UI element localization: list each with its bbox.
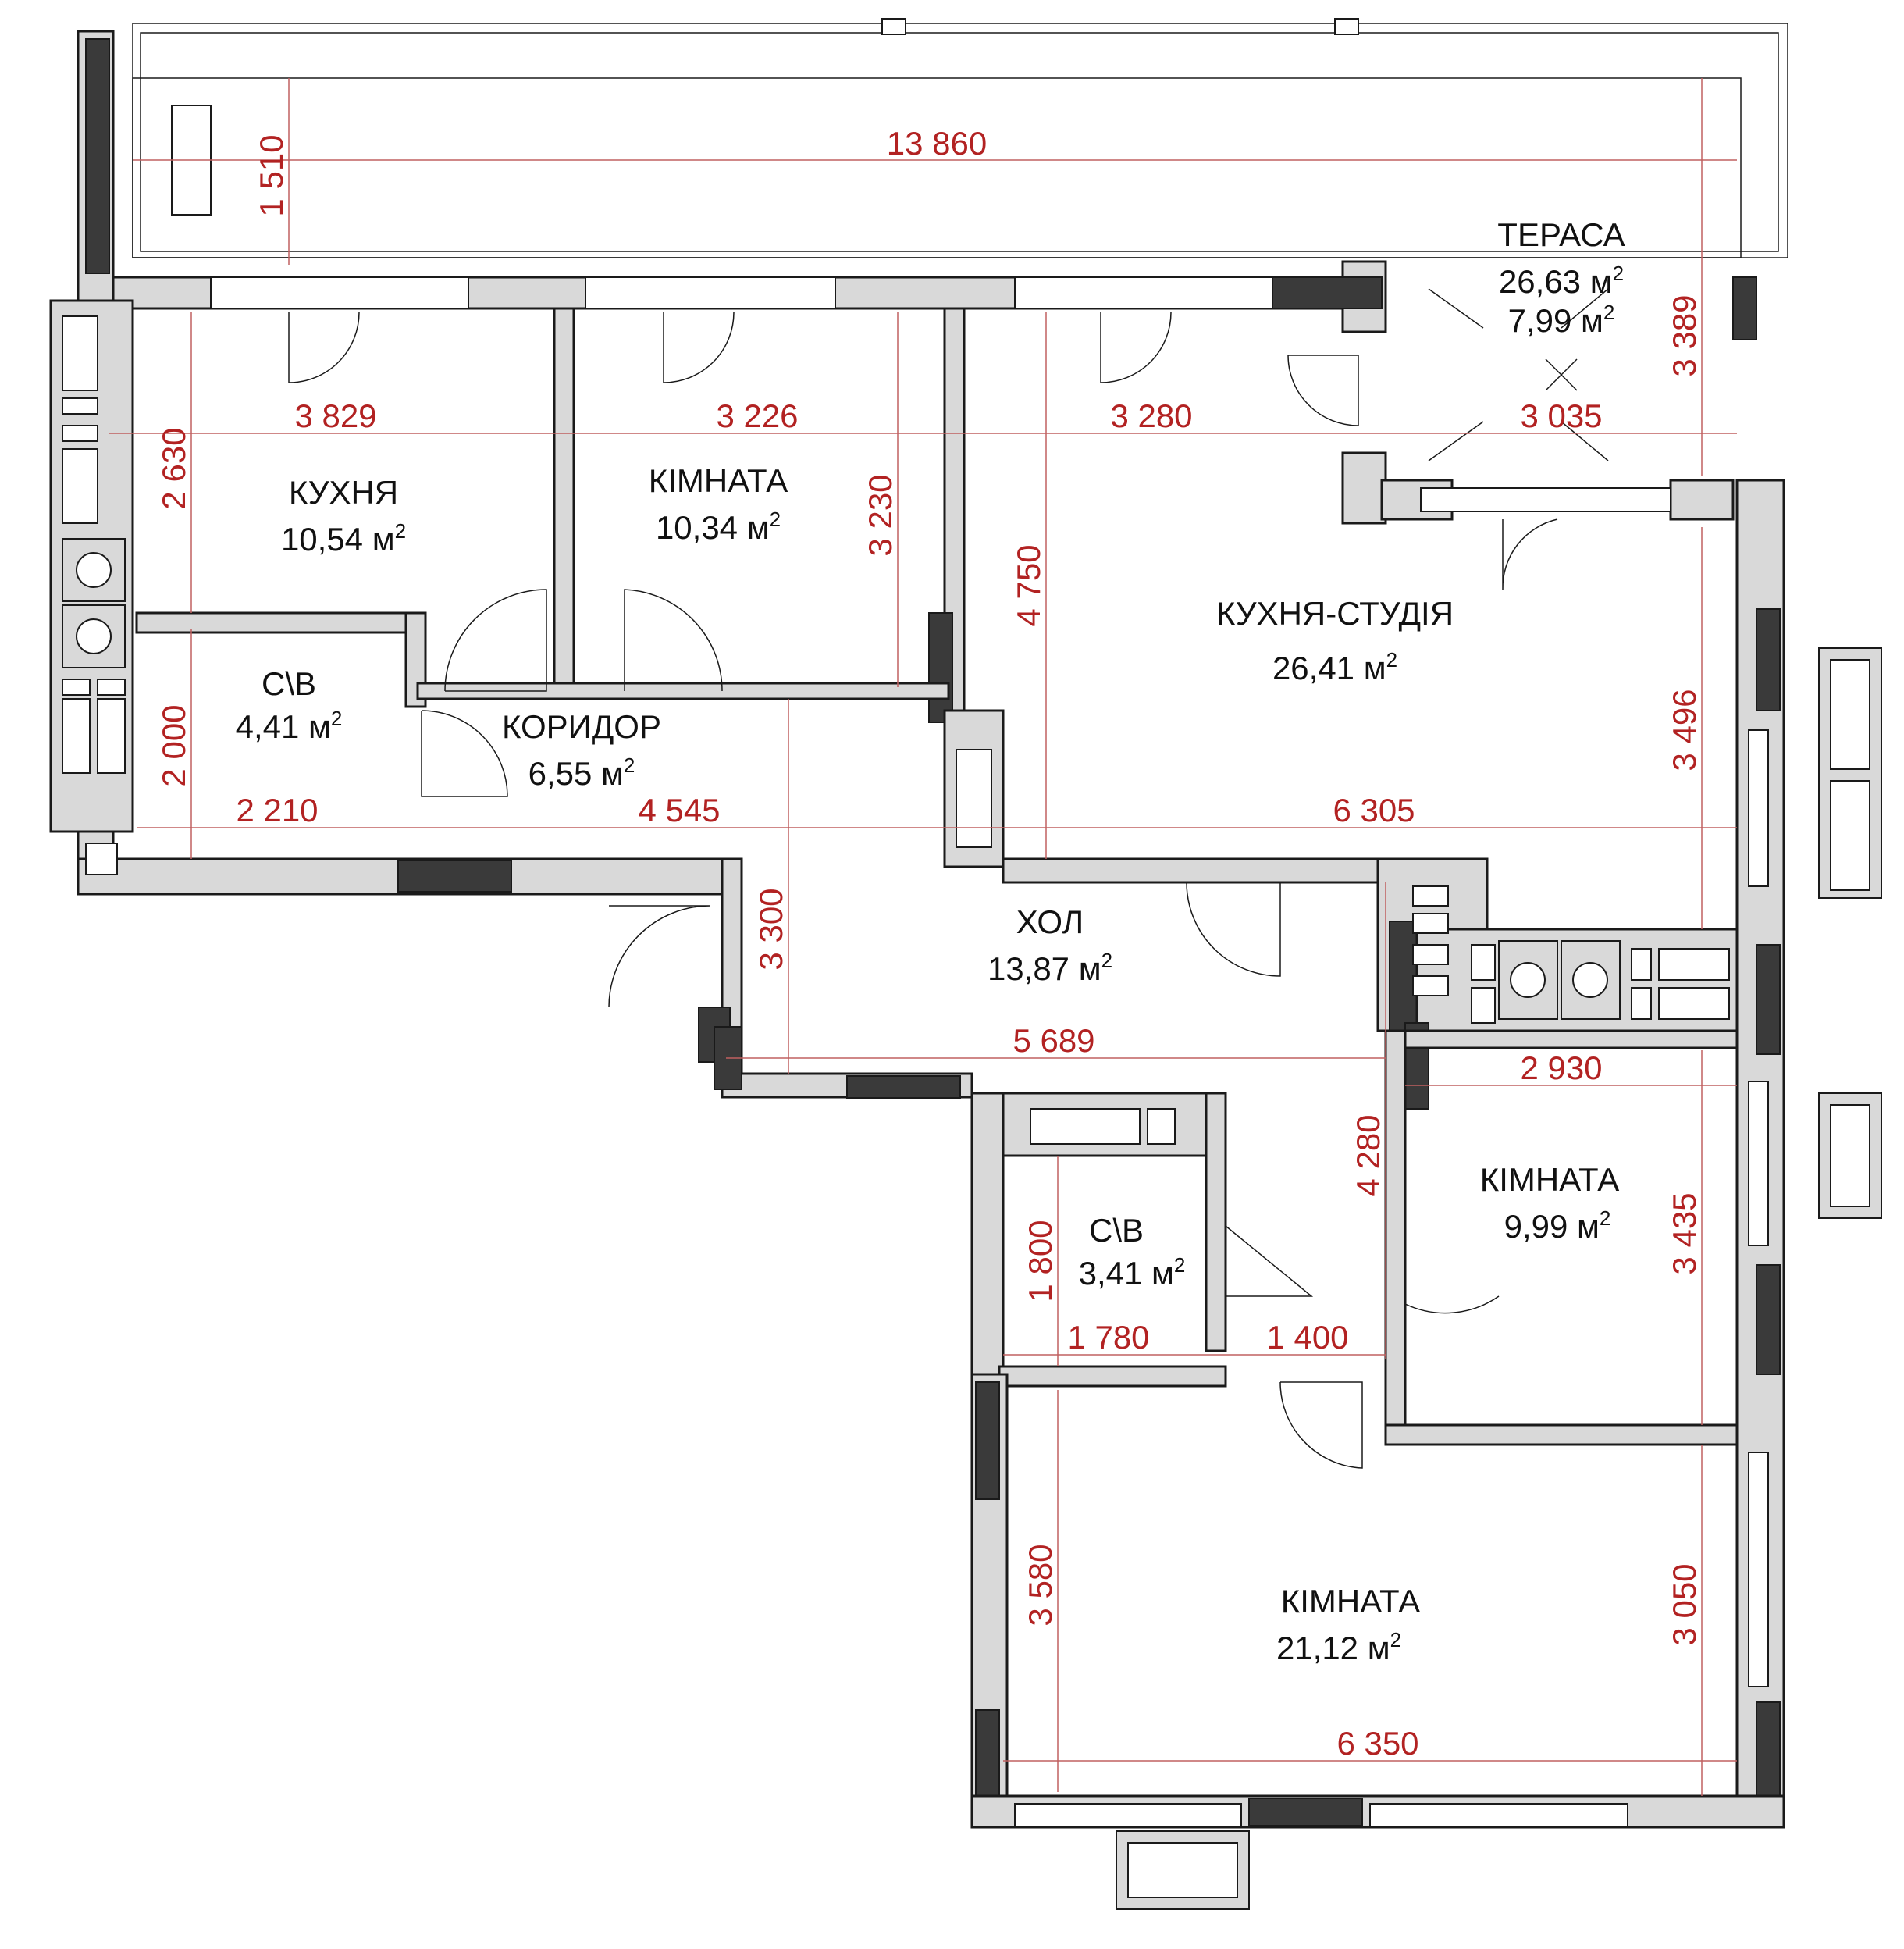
room2-name: КІМНАТА <box>1480 1161 1619 1198</box>
dimension-lines <box>109 78 1737 1796</box>
dimension-labels: 13 860 1 510 3 389 3 829 3 226 3 280 3 0… <box>155 125 1703 1762</box>
dim-13860: 13 860 <box>887 125 987 162</box>
studio-area: 26,41 м2 <box>1272 648 1397 686</box>
dim-1780: 1 780 <box>1067 1319 1149 1356</box>
dim-4750: 4 750 <box>1010 544 1047 626</box>
dim-6305: 6 305 <box>1333 792 1415 828</box>
bath1-name: С\В <box>262 665 316 702</box>
dim-3300: 3 300 <box>753 888 789 970</box>
dim-3280: 3 280 <box>1110 397 1192 434</box>
terrace-area-counted: 7,99 м2 <box>1508 301 1615 339</box>
dim-2210: 2 210 <box>236 792 318 828</box>
room3-area: 21,12 м2 <box>1276 1628 1401 1666</box>
dim-3829: 3 829 <box>294 397 376 434</box>
room3-name: КІМНАТА <box>1281 1583 1420 1619</box>
windows <box>210 276 1882 1910</box>
studio-name: КУХНЯ-СТУДІЯ <box>1216 595 1454 632</box>
terrace-name: ТЕРАСА <box>1497 216 1625 253</box>
dim-2630: 2 630 <box>155 427 192 509</box>
doors <box>288 312 1558 1469</box>
dim-3230: 3 230 <box>862 474 899 556</box>
dim-3050: 3 050 <box>1666 1563 1703 1645</box>
room1-area: 10,34 м2 <box>656 508 781 546</box>
fixtures <box>62 288 1730 1145</box>
dim-3435: 3 435 <box>1666 1192 1703 1274</box>
kitchen-name: КУХНЯ <box>289 474 398 511</box>
dim-2930: 2 930 <box>1520 1049 1602 1086</box>
room2-area: 9,99 м2 <box>1504 1206 1611 1245</box>
corridor-area: 6,55 м2 <box>528 754 635 792</box>
room1-name: КІМНАТА <box>649 462 788 499</box>
dim-1800: 1 800 <box>1022 1220 1059 1302</box>
dim-3496: 3 496 <box>1666 689 1703 771</box>
dim-3226: 3 226 <box>716 397 798 434</box>
dim-3580: 3 580 <box>1022 1544 1059 1626</box>
bath1-area: 4,41 м2 <box>236 707 343 745</box>
dim-4280: 4 280 <box>1350 1114 1386 1196</box>
dim-6350: 6 350 <box>1336 1725 1418 1762</box>
dim-5689: 5 689 <box>1013 1022 1094 1059</box>
dim-1400: 1 400 <box>1266 1319 1348 1356</box>
dim-1510: 1 510 <box>253 134 290 216</box>
hall-area: 13,87 м2 <box>988 949 1112 987</box>
dim-2000: 2 000 <box>155 704 192 786</box>
dim-3035: 3 035 <box>1520 397 1602 434</box>
kitchen-area: 10,54 м2 <box>281 519 406 558</box>
bath2-name: С\В <box>1089 1212 1144 1249</box>
room-labels: ТЕРАСА 26,63 м2 7,99 м2 КУХНЯ 10,54 м2 К… <box>236 216 1625 1666</box>
bath2-area: 3,41 м2 <box>1079 1253 1186 1292</box>
dim-3389: 3 389 <box>1666 294 1703 376</box>
hall-name: ХОЛ <box>1016 903 1084 940</box>
terrace-area-total: 26,63 м2 <box>1499 262 1624 300</box>
dim-4545: 4 545 <box>638 792 720 828</box>
corridor-name: КОРИДОР <box>502 708 661 745</box>
